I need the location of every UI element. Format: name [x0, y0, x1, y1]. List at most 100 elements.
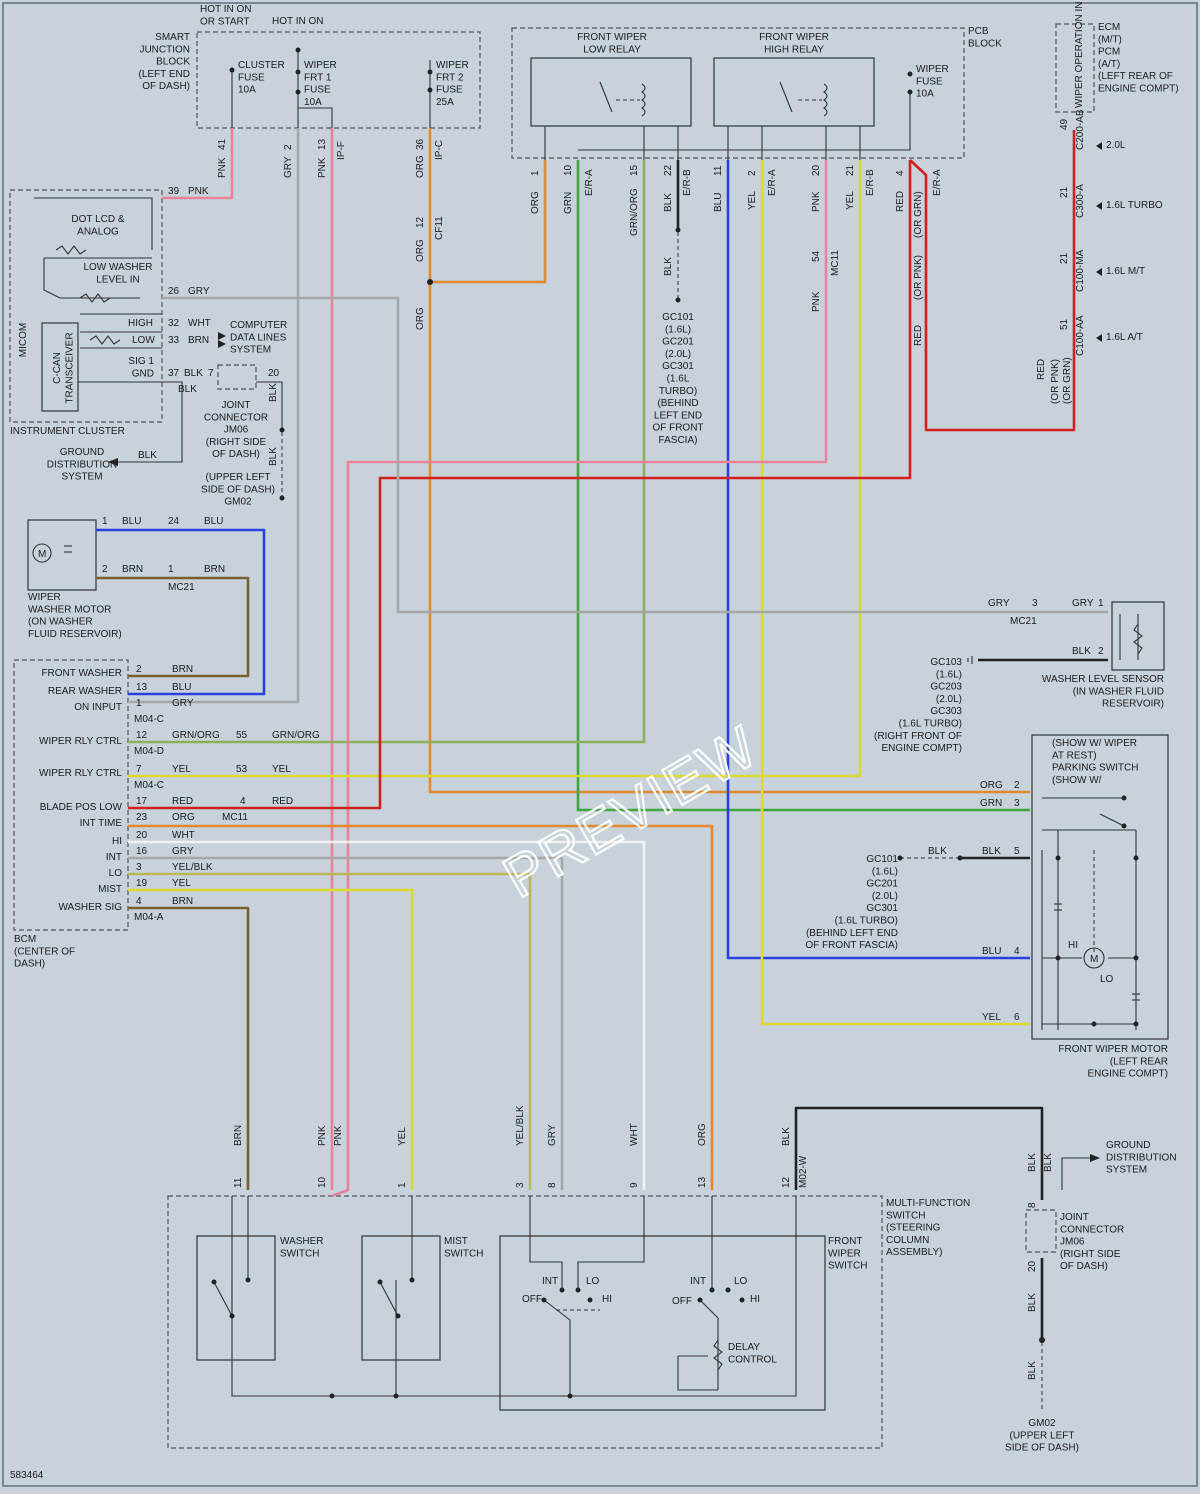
label-multi-function-switch: (STEERING [886, 1223, 941, 1234]
tag-yel: YEL [747, 191, 758, 210]
label-ecm: (M/T) [1098, 34, 1122, 45]
wire-grn [576, 160, 1030, 812]
tag-mc21b: MC21 [1010, 616, 1037, 627]
tag-wht: WHT [629, 1123, 640, 1146]
label-sw-lo: LO [734, 1276, 748, 1287]
tag-high: HIGH [128, 318, 153, 329]
tag-cl-20: 20 [268, 368, 280, 379]
tag-mot-6: 6 [1014, 1012, 1020, 1023]
tag-bcm-1: 1 [136, 698, 142, 709]
tag-bcm-13: 13 [136, 682, 148, 693]
joint-jm06-bottom-box [1025, 1209, 1057, 1253]
label-c-can: C-CAN [52, 352, 63, 384]
tag-ea: E/R-A [584, 169, 595, 196]
tag-cl-33: 33 [168, 335, 180, 346]
wire-org-pcb1 [430, 160, 547, 284]
wire-pnk-cluster [162, 128, 234, 200]
label-sig-gnd: GND [132, 368, 154, 379]
tag-mc11b: MC11 [222, 812, 248, 823]
label-wiper-washer-motor: FLUID RESERVOIR) [28, 629, 122, 640]
tag-bcm-4: 4 [240, 796, 246, 807]
label-wiper-washer-motor: WASHER MOTOR [28, 604, 111, 615]
wire-red-pcb4 [128, 130, 1076, 810]
bcm-pin-label: FRONT WASHER [41, 668, 122, 679]
tag-brn: BRN [172, 896, 193, 907]
tag-pcb-10: 10 [563, 164, 574, 176]
ecm-variant-label: 1.6L A/T [1106, 332, 1143, 343]
tag-red: RED [272, 796, 293, 807]
tag-red: RED [895, 191, 906, 212]
tag-ipc: IP-C [434, 140, 445, 160]
label-joint-connector-jm06-top: JM06 [224, 425, 249, 436]
label-gc101-top: LEFT END [654, 410, 702, 421]
tag-yel: YEL [845, 191, 856, 210]
washer-motor-box [27, 519, 97, 591]
wire-org-inttime [128, 824, 714, 1190]
tag-blu: BLU [122, 516, 141, 527]
tag-ecm-21a: 21 [1059, 186, 1070, 198]
tag-c200ab: C200-AB [1075, 109, 1086, 150]
label-parking-switch: AT REST) [1052, 750, 1097, 761]
label-ground-distribution-right: DISTRIBUTION [1106, 1152, 1177, 1163]
label-front-wiper-switch: WIPER [828, 1248, 861, 1259]
tag-m04c2: M04-C [134, 780, 164, 791]
label-pcb-block: BLOCK [968, 38, 1002, 49]
arrow-data-lines-icon [218, 332, 226, 348]
label-gc101-top: (2.0L) [665, 349, 691, 360]
tag-pin-54: 54 [811, 250, 822, 262]
label-parking-switch: (SHOW W/ [1052, 775, 1102, 786]
label-smart-junction-block: (LEFT END [139, 69, 191, 80]
wire-pnk-pcb20 [331, 160, 828, 1198]
footer-id: 583464 [10, 1470, 44, 1481]
tag-pcb-22: 22 [663, 164, 674, 176]
tag-c100ma: C100-MA [1075, 249, 1086, 292]
tag-blk: BLK [268, 447, 279, 466]
wire-blu-motor [726, 160, 1030, 960]
tag-gry: GRY [172, 846, 194, 857]
tag-brn: BRN [122, 564, 143, 575]
label-sw-off: OFF [672, 1296, 692, 1307]
label-motor-lo: LO [1100, 974, 1114, 985]
wire-org-frt2 [428, 128, 1030, 794]
relay-coil-high-icon [823, 83, 828, 117]
label-front-wiper-motor: (LEFT REAR [1110, 1056, 1168, 1067]
ecm-variant-label: 1.6L M/T [1106, 266, 1145, 277]
label-joint-connector-jm06-top: OF DASH) [212, 449, 260, 460]
tag-blk: BLK [138, 450, 157, 461]
tag-org: ORG [415, 307, 426, 330]
tag-gry: GRY [283, 156, 294, 178]
wire-wht-hi [128, 840, 646, 1190]
label-cluster-fuse: FUSE [238, 72, 265, 83]
tag-bcm-23: 23 [136, 812, 148, 823]
tag-mf-8: 8 [547, 1182, 558, 1188]
label-multi-function-switch: SWITCH [886, 1210, 925, 1221]
tag-blk: BLK [184, 368, 203, 379]
tag-org: ORG [697, 1123, 708, 1146]
bcm-box [13, 659, 129, 931]
label-ecm: ECM [1098, 22, 1120, 33]
smart-junction-block-box [196, 31, 481, 129]
tag-mf-11: 11 [233, 1177, 244, 1188]
label-joint-connector-jm06-bot: OF DASH) [1060, 1261, 1108, 1272]
tag-yel: YEL [982, 1012, 1001, 1023]
wire-gry-int [128, 856, 564, 1190]
tag-pink: PNK [317, 1125, 328, 1146]
tag-eb: E/R-B [682, 169, 693, 196]
tag-blk: BLK [781, 1127, 792, 1146]
label-hot-in-on-or-start: HOT IN ON [200, 4, 251, 15]
wire-yel-pcb21 [128, 160, 862, 778]
low-relay-box [530, 57, 692, 127]
washer-motor-icon: M [32, 543, 52, 563]
wire-brn-washersig [128, 906, 250, 1190]
tag-mf-1: 1 [397, 1182, 408, 1188]
tag-brn: BRN [188, 335, 209, 346]
tag-grn: GRN [563, 192, 574, 214]
ecm-variant-label: 1.6L TURBO [1106, 200, 1163, 211]
high-relay-box [713, 57, 875, 127]
label-motor-hi: HI [1068, 940, 1078, 951]
tag-blu: BLU [982, 946, 1001, 957]
label-gm02-top: SIDE OF DASH) [201, 484, 275, 495]
tag-cl-32: 32 [168, 318, 180, 329]
tag-blk: BLK [268, 383, 279, 402]
